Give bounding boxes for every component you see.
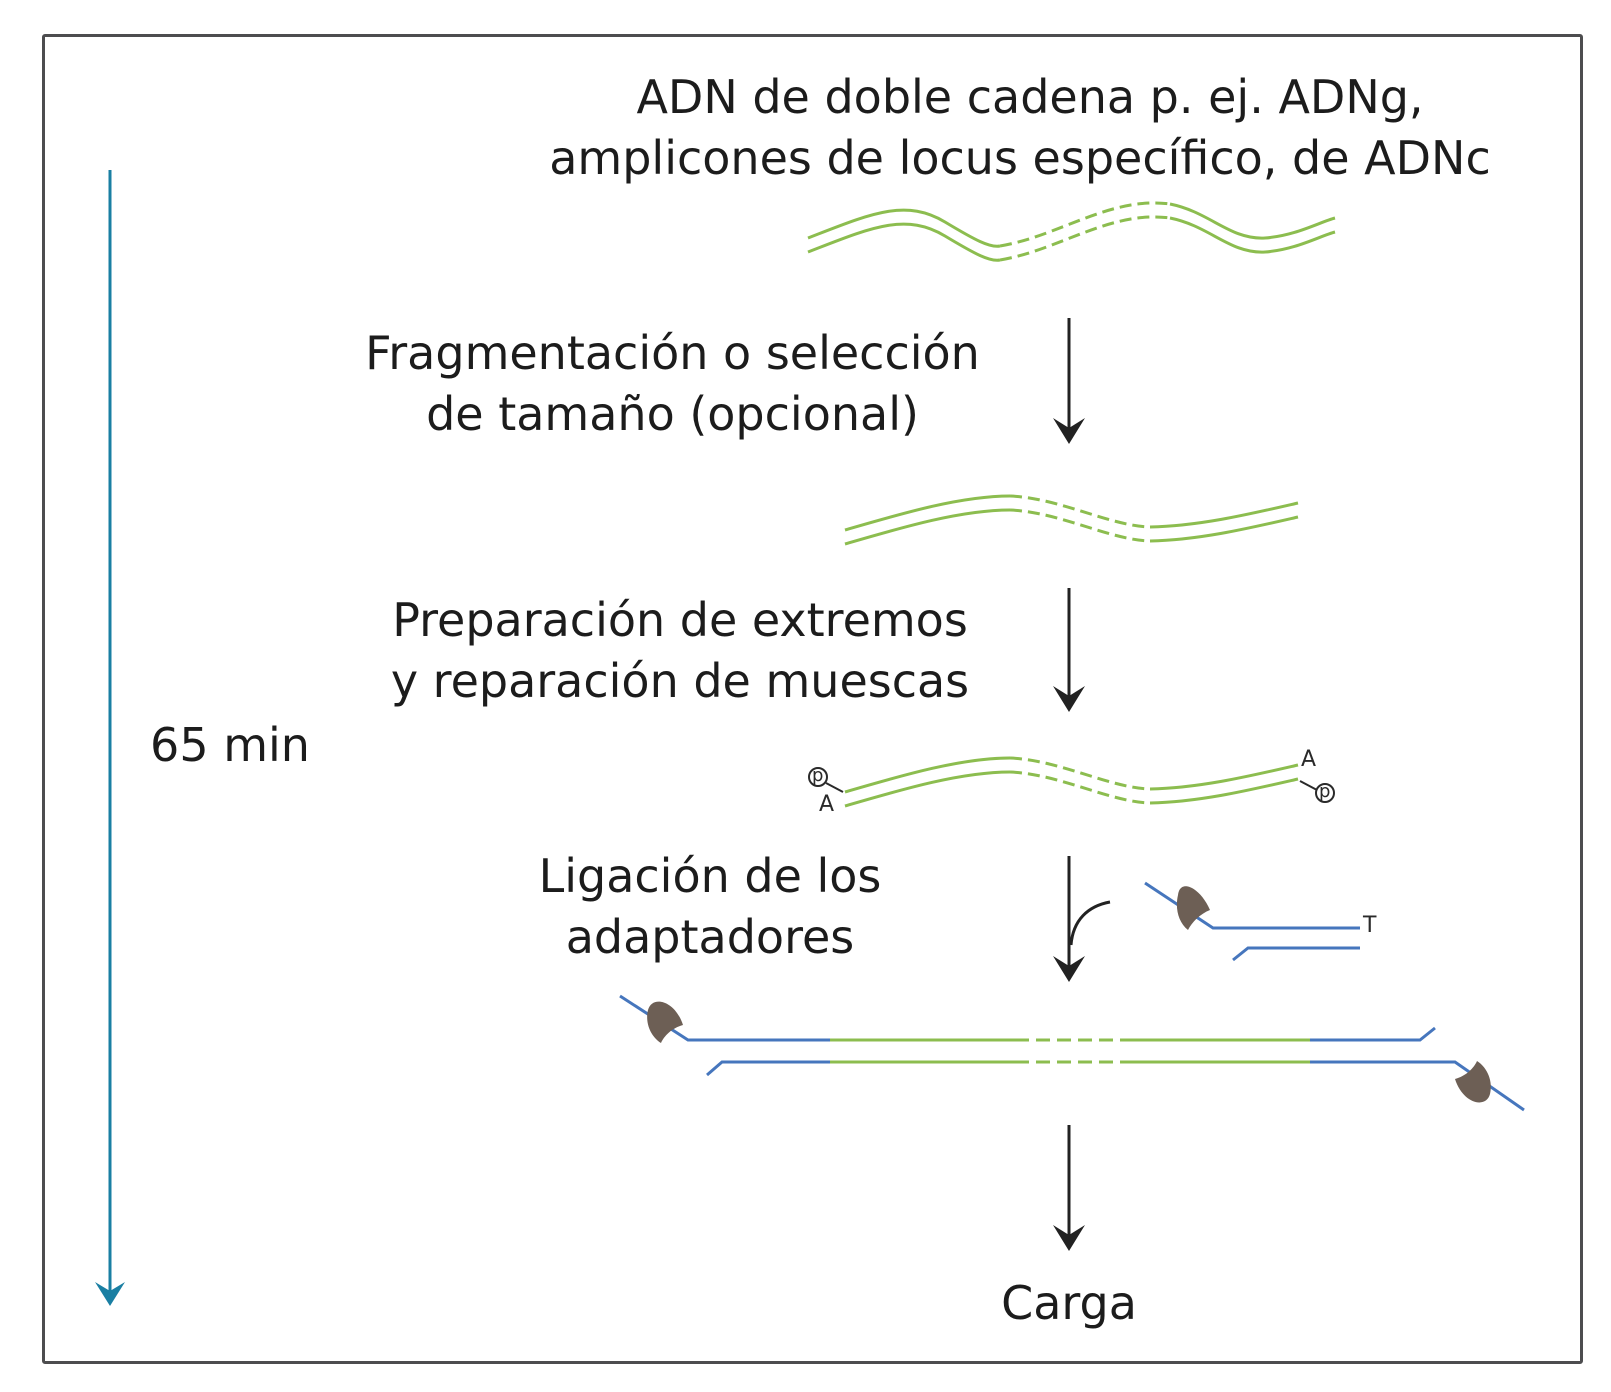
ligation-label-line1: Ligación de los	[538, 849, 882, 903]
a-tail-right-label: A	[1301, 747, 1317, 772]
motor-protein-left-icon	[647, 1001, 683, 1043]
input-label-line1: ADN de doble cadena p. ej. ADNg,	[636, 70, 1424, 124]
end-prepped-dsdna	[808, 756, 1335, 808]
timeline-arrow	[95, 170, 125, 1306]
phosphate-right-label: p	[1319, 781, 1331, 802]
input-label-line2: amplicones de locus específico, de ADNc	[549, 131, 1491, 185]
free-adapter	[1144, 881, 1360, 962]
step-arrow-2	[1053, 588, 1085, 712]
final-step-label: Carga	[1001, 1276, 1137, 1330]
motor-protein-icon	[1176, 886, 1210, 930]
fragmentation-label-line1: Fragmentación o selección	[365, 326, 980, 380]
phosphate-left-icon	[808, 767, 828, 787]
a-tail-left-label: A	[819, 792, 835, 817]
fragmentation-label-line2: de tamaño (opcional)	[426, 387, 919, 441]
phosphate-right-icon	[1315, 783, 1335, 803]
step-arrow-1	[1053, 318, 1085, 444]
fragmented-dsdna	[844, 494, 1299, 546]
diagram-frame	[42, 34, 1583, 1364]
t-overhang-label: T	[1363, 913, 1377, 938]
duration-label: 65 min	[150, 718, 310, 772]
step-arrow-3	[1053, 856, 1111, 982]
input-dsdna	[807, 201, 1336, 262]
motor-protein-right-icon	[1455, 1061, 1491, 1103]
endprep-label-line1: Preparación de extremos	[392, 593, 968, 647]
ligated-library	[619, 994, 1525, 1112]
endprep-label-line2: y reparación de muescas	[390, 654, 970, 708]
ligation-label-line2: adaptadores	[565, 910, 855, 964]
phosphate-left-label: p	[812, 765, 824, 786]
step-arrow-4	[1053, 1125, 1085, 1251]
